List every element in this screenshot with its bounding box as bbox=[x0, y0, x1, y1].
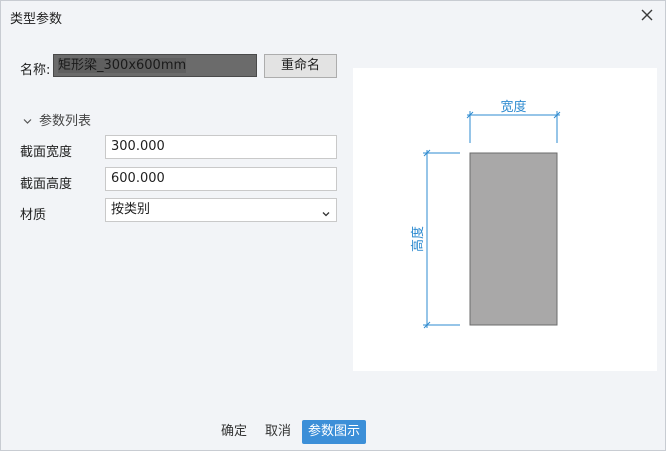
chevron-down-icon bbox=[321, 205, 331, 217]
section-height-value: 600.000 bbox=[111, 171, 165, 186]
parameter-list-label: 参数列表 bbox=[39, 114, 92, 129]
parameter-list-toggle[interactable]: 参数列表 bbox=[23, 110, 91, 129]
material-value: 按类别 bbox=[111, 202, 151, 217]
close-icon[interactable] bbox=[639, 7, 655, 23]
section-width-label: 截面宽度 bbox=[20, 145, 73, 160]
parameter-diagram: 宽度 高度 bbox=[353, 68, 657, 371]
ok-button[interactable]: 确定 bbox=[216, 420, 252, 444]
height-dimension bbox=[423, 149, 460, 329]
dialog-title: 类型参数 bbox=[10, 12, 63, 27]
name-value: 矩形梁_300x600mm bbox=[58, 58, 187, 73]
section-width-input[interactable]: 300.000 bbox=[105, 135, 337, 159]
name-label: 名称: bbox=[20, 63, 51, 78]
cancel-button[interactable]: 取消 bbox=[260, 420, 296, 444]
name-input[interactable]: 矩形梁_300x600mm bbox=[53, 54, 257, 77]
parameter-diagram-button[interactable]: 参数图示 bbox=[302, 420, 366, 444]
chevron-down-icon bbox=[23, 114, 33, 129]
section-width-value: 300.000 bbox=[111, 139, 165, 154]
rename-button[interactable]: 重命名 bbox=[264, 54, 337, 78]
section-height-label: 截面高度 bbox=[20, 177, 73, 192]
width-dimension bbox=[466, 111, 561, 143]
title-bar: 类型参数 bbox=[1, 1, 665, 31]
width-dimension-label: 宽度 bbox=[500, 99, 526, 115]
material-label: 材质 bbox=[20, 208, 47, 223]
section-height-input[interactable]: 600.000 bbox=[105, 167, 337, 191]
beam-section-rect bbox=[469, 152, 558, 326]
height-dimension-label: 高度 bbox=[410, 226, 426, 252]
material-select[interactable]: 按类别 bbox=[105, 198, 337, 222]
